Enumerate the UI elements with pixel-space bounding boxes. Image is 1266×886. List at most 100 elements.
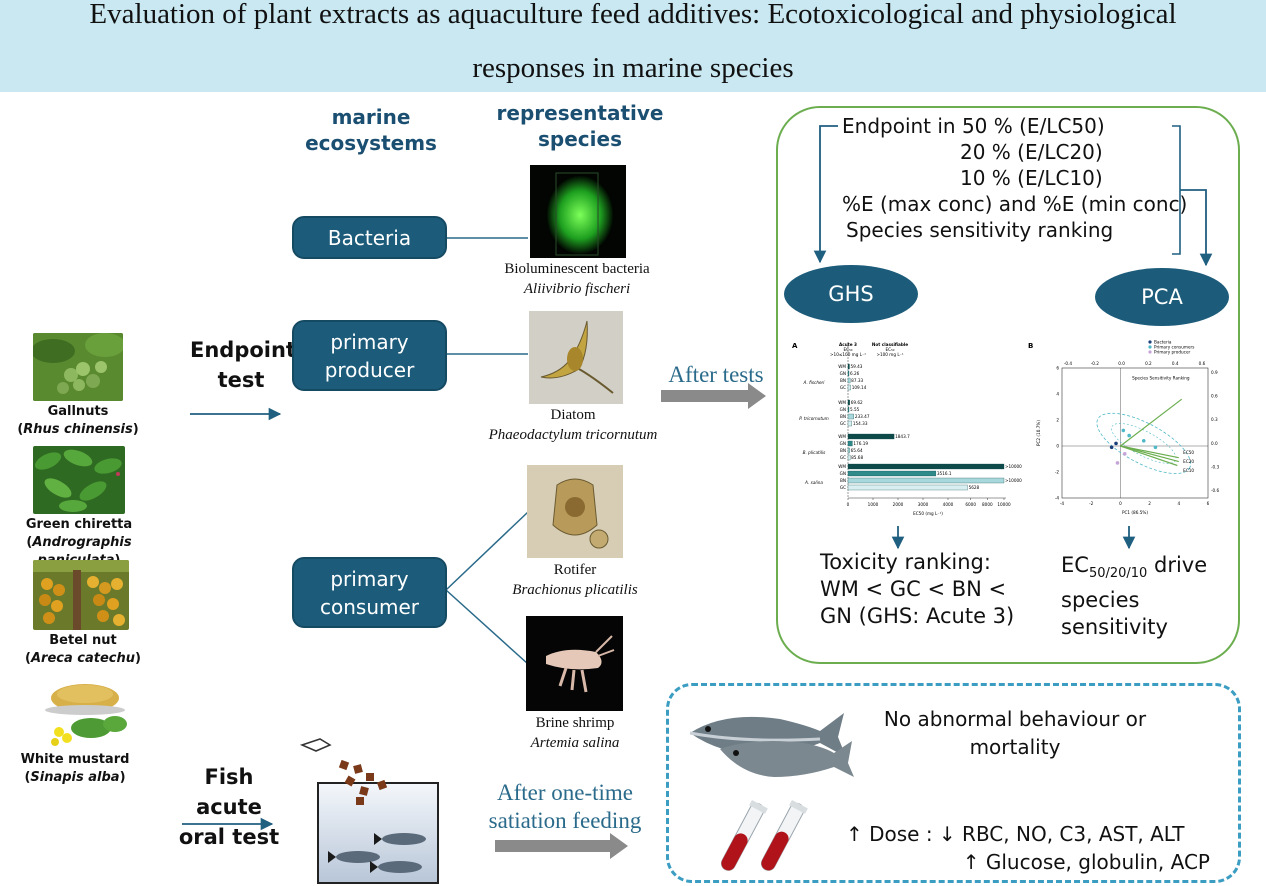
bar-value-label: 59.43 (850, 364, 862, 369)
vector-label: EC20 (1183, 459, 1194, 464)
extract-label: BN (840, 414, 846, 419)
extract-label: GN (840, 471, 846, 476)
top-tick-label: -0.2 (1091, 361, 1100, 366)
x-tick-label: 2 (1148, 501, 1151, 506)
panel-label: A (792, 342, 798, 350)
blood-tubes-image (720, 800, 808, 871)
fish-tank-illustration (299, 738, 439, 884)
fish-image (689, 713, 854, 777)
extract-label: WM (838, 464, 846, 469)
endpoint-line-3: 10 % (E/LC10) (960, 166, 1103, 190)
extract-label: GC (840, 485, 846, 490)
endpoint-line-4: %E (max conc) and %E (min conc) (842, 192, 1188, 216)
plant-name: Betel nut (49, 633, 117, 648)
y-tick-label: 4 (1056, 392, 1059, 397)
arrow-after-tests (661, 383, 766, 409)
bar (847, 363, 850, 370)
x-tick-label: 10000 (997, 502, 1011, 507)
bar-value-label: 85.68 (851, 455, 863, 460)
bar (847, 370, 850, 377)
species-caption-brine-shrimp: Brine shrimp Artemia salina (530, 715, 620, 751)
legend-label: Primary producer (1154, 350, 1191, 355)
legend-right-title: Not classifiable (872, 342, 908, 347)
fish-results-panel (666, 683, 1241, 883)
white-mustard-image (33, 674, 139, 748)
bar (847, 377, 851, 384)
group-primary-consumer: primary consumer (292, 557, 447, 628)
data-point (1121, 428, 1126, 433)
bar-value-label: 65.64 (851, 448, 863, 453)
y-tick-label: 6 (1056, 366, 1059, 371)
plant-name: Green chiretta (25, 517, 133, 532)
group-bacteria: Bacteria (292, 216, 447, 259)
after-tests-label: After tests (668, 362, 764, 387)
bar (847, 420, 853, 427)
legend-marker (1148, 345, 1152, 349)
plant-caption-gallnuts: Gallnuts (Rhus chinensis) (0, 403, 163, 439)
bar (847, 413, 854, 420)
y-tick-label: -2 (1055, 470, 1060, 475)
right-tick-label: 0.0 (1211, 441, 1218, 446)
group-primary-producer: primary producer (292, 320, 447, 391)
title-line-1: Evaluation of plant extracts as aquacult… (89, 0, 1177, 30)
legend-label: Bacteria (1154, 340, 1172, 345)
header-ecosystems: marine ecosystems (305, 105, 437, 155)
no-abnormal-behaviour-text: No abnormal behaviour or mortality (883, 707, 1147, 759)
extract-label: WM (838, 400, 846, 405)
toxicity-ranking-text: Toxicity ranking: WM < GC < BN < GN (GHS… (820, 550, 1015, 628)
bar-value-label: >10000 (1005, 478, 1022, 483)
data-point (1127, 433, 1131, 438)
endpoint-test-label: Endpoint test (190, 338, 296, 392)
results-panel (776, 106, 1240, 664)
gallnut-image (33, 333, 123, 401)
brine-shrimp-photo (526, 616, 623, 711)
right-tick-label: -0.6 (1211, 488, 1220, 493)
y-tick-label: -4 (1055, 496, 1060, 501)
bar-value-label: 6.26 (850, 371, 860, 376)
x-tick-label: -4 (1060, 501, 1065, 506)
plant-caption-betel-nut: Betel nut (Areca catechu) (0, 632, 168, 668)
species-label: P. tricornutum (799, 416, 828, 421)
bar (847, 484, 968, 491)
bar-value-label: 233.47 (855, 414, 870, 419)
top-tick-label: 0.2 (1145, 361, 1152, 366)
vector-label: Species Sensitivity Ranking (1132, 376, 1190, 381)
x-tick-label: -2 (1089, 501, 1094, 506)
top-tick-label: -0.4 (1064, 361, 1073, 366)
data-point (1153, 445, 1158, 450)
extract-label: WM (838, 434, 846, 439)
data-point (1114, 441, 1118, 446)
dose-response-text: ↑ Dose : ↓ RBC, NO, C3, AST, ALT ↑ Gluco… (846, 822, 1210, 874)
extract-label: GN (840, 441, 846, 446)
bar-value-label: 176.19 (853, 441, 868, 446)
y-axis-label: PC2 (10.7%) (1036, 420, 1041, 446)
extract-label: BN (840, 378, 846, 383)
bar (847, 463, 1005, 470)
x-tick-label: 0 (1119, 501, 1122, 506)
arrow-after-feeding (495, 833, 628, 859)
species-caption-rotifer: Rotifer Brachionus plicatilis (512, 562, 638, 598)
extract-label: GC (840, 385, 846, 390)
diatom-photo (529, 311, 623, 404)
top-tick-label: 0.4 (1172, 361, 1179, 366)
extract-label: BN (840, 448, 846, 453)
line-brine (445, 589, 529, 665)
betel-nut-image (33, 560, 129, 630)
loading-vector (1120, 445, 1178, 467)
top-tick-label: 0.6 (1199, 361, 1206, 366)
species-caption-bacteria: Bioluminescent bacteria Aliivibrio fisch… (504, 261, 650, 297)
fish-test-label: Fish acute oral test (178, 765, 280, 849)
after-feeding-label: After one-time satiation feeding (488, 780, 642, 833)
plot-frame (1061, 367, 1209, 499)
pca-oval: PCA (1095, 268, 1229, 326)
bar (847, 470, 937, 477)
plant-name: Gallnuts (47, 404, 109, 419)
ghs-oval: GHS (784, 265, 918, 323)
y-tick-label: 0 (1056, 444, 1059, 449)
bar-value-label: 5.55 (850, 407, 860, 412)
title-banner: Evaluation of plant extracts as aquacult… (0, 0, 1266, 92)
data-point (1141, 439, 1146, 443)
